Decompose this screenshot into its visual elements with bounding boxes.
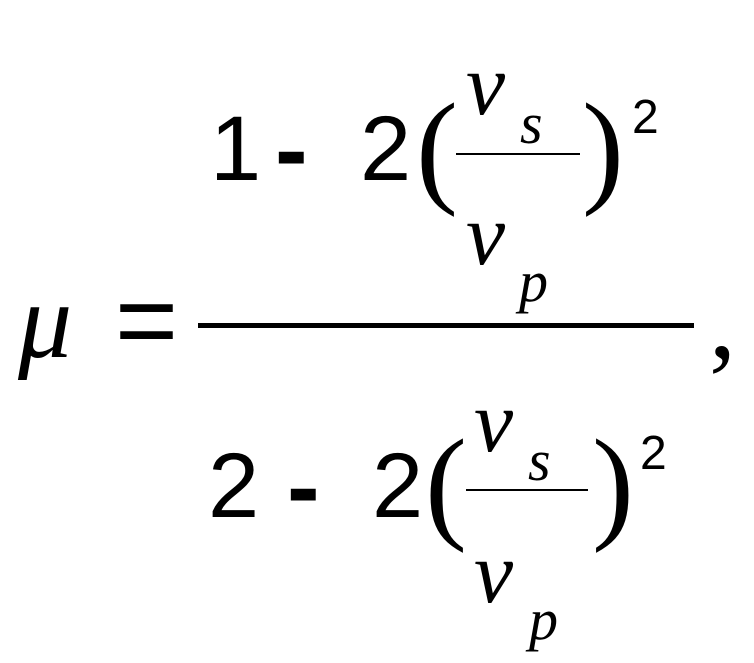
- numerator-exponent: 2: [632, 91, 659, 144]
- denominator-open-paren: (: [425, 415, 467, 554]
- numerator-inner-v: v: [466, 37, 506, 134]
- denominator-close-paren: ): [592, 415, 634, 554]
- denominator-coefficient: 2: [372, 435, 424, 537]
- denominator-inner-fraction-bar: [466, 489, 588, 491]
- denominator-constant: 2: [208, 435, 260, 537]
- numerator-open-paren: (: [416, 79, 458, 218]
- denominator-inner-subscript-s: s: [528, 428, 551, 493]
- numerator-inner-lower-v: v: [466, 187, 506, 284]
- main-fraction-bar: [198, 323, 694, 328]
- denominator-minus-sign: -: [287, 431, 320, 541]
- numerator-coefficient: 2: [360, 98, 412, 200]
- denominator-inner-lower-v: v: [474, 525, 514, 622]
- numerator-inner-subscript-s: s: [520, 91, 543, 156]
- equals-sign: =: [115, 259, 179, 380]
- denominator-inner-subscript-p: p: [529, 587, 558, 652]
- denominator-inner-v: v: [474, 374, 514, 471]
- numerator-inner-fraction-bar: [456, 153, 580, 155]
- denominator-exponent: 2: [640, 427, 667, 480]
- numerator-inner-subscript-p: p: [519, 249, 548, 314]
- numerator-close-paren: ): [582, 79, 624, 218]
- numerator-constant: 1: [210, 98, 262, 200]
- numerator-minus-sign: -: [275, 94, 308, 204]
- trailing-comma: ,: [709, 262, 736, 381]
- mu-symbol: μ: [18, 262, 73, 381]
